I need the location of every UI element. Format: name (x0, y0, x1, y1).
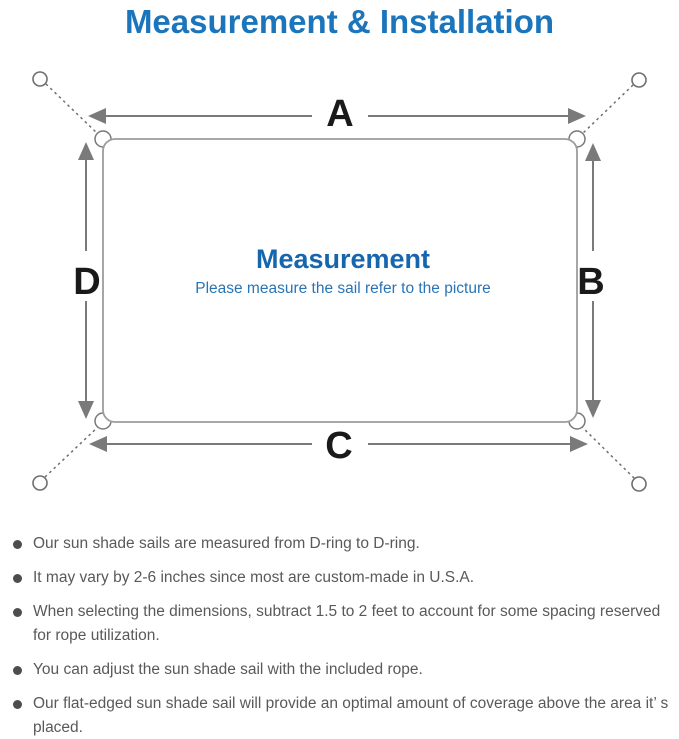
dimension-label-b: B (577, 261, 604, 303)
anchor-point-top-left-icon (32, 71, 48, 87)
anchor-points (32, 71, 647, 492)
note-text: It may vary by 2-6 inches since most are… (33, 569, 475, 586)
bullet-dot-icon (13, 700, 22, 709)
note-text: Our sun shade sails are measured from D-… (33, 535, 420, 552)
rope-lines (44, 83, 635, 479)
rope-line-top-right-icon (580, 84, 634, 136)
dimension-arrow-a (88, 108, 586, 124)
sail-outline (102, 138, 578, 423)
measurement-heading: Measurement (256, 244, 430, 274)
anchor-point-bottom-left-icon (32, 475, 48, 491)
bullet-dot-icon (13, 574, 22, 583)
rope-line-bottom-right-icon (580, 425, 635, 479)
anchor-point-bottom-right-icon (631, 476, 647, 492)
note-item: Our flat-edged sun shade sail will provi… (10, 692, 670, 739)
note-text: When selecting the dimensions, subtract … (33, 603, 661, 644)
note-item: It may vary by 2-6 inches since most are… (10, 566, 670, 590)
rope-line-bottom-left-icon (44, 425, 100, 478)
dimension-arrow-d (78, 142, 94, 419)
anchor-point-top-right-icon (631, 72, 647, 88)
rope-line-top-left-icon (45, 83, 100, 136)
note-text: You can adjust the sun shade sail with t… (33, 661, 423, 678)
note-item: When selecting the dimensions, subtract … (10, 600, 670, 648)
dimension-label-a: A (326, 93, 353, 135)
dimension-arrow-b (585, 143, 601, 418)
note-text: Our flat-edged sun shade sail will provi… (33, 695, 669, 736)
instruction-notes: Our sun shade sails are measured from D-… (10, 532, 670, 739)
sail-measurement-diagram: A B C D Measurement Please measure the s… (32, 71, 647, 492)
note-item: Our sun shade sails are measured from D-… (10, 532, 670, 556)
bullet-dot-icon (13, 666, 22, 675)
page-title: Measurement & Installation (124, 3, 555, 40)
bullet-dot-icon (13, 608, 22, 617)
dimension-label-d: D (73, 261, 100, 303)
dimension-arrow-c (89, 436, 588, 452)
bullet-dot-icon (13, 540, 22, 549)
dimension-label-c: C (325, 425, 352, 467)
note-item: You can adjust the sun shade sail with t… (10, 658, 670, 682)
measurement-subtitle: Please measure the sail refer to the pic… (195, 280, 491, 297)
